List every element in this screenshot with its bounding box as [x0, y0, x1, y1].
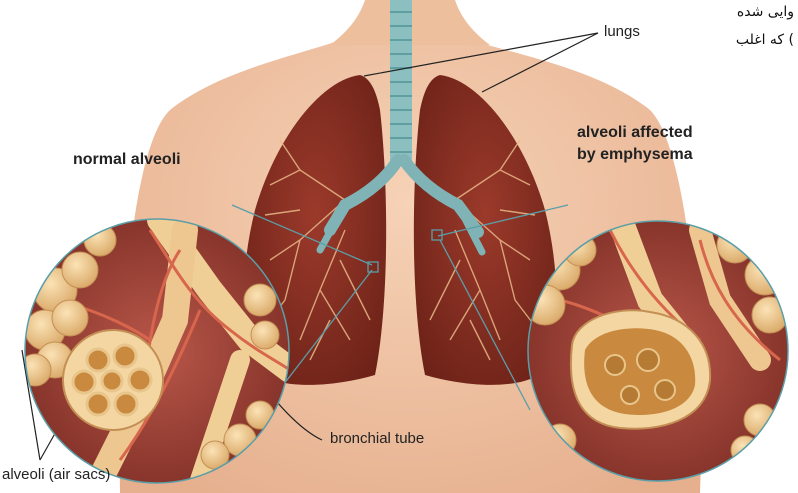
normal-alveoli-closeup [19, 219, 290, 483]
affected-alveoli-label-line1: alveoli affected [577, 123, 693, 143]
lungs-label: lungs [604, 23, 640, 40]
normal-alveoli-label: normal alveoli [73, 150, 181, 170]
affected-alveoli-label-line2: by emphysema [577, 145, 693, 165]
persian-text-line2: ) که اغلب [736, 30, 794, 50]
trachea [390, 0, 412, 165]
persian-text-line1: وایی شده [737, 2, 794, 22]
alveoli-air-sacs-label: alveoli (air sacs) [2, 466, 110, 483]
bronchial-tube-label: bronchial tube [330, 430, 424, 447]
